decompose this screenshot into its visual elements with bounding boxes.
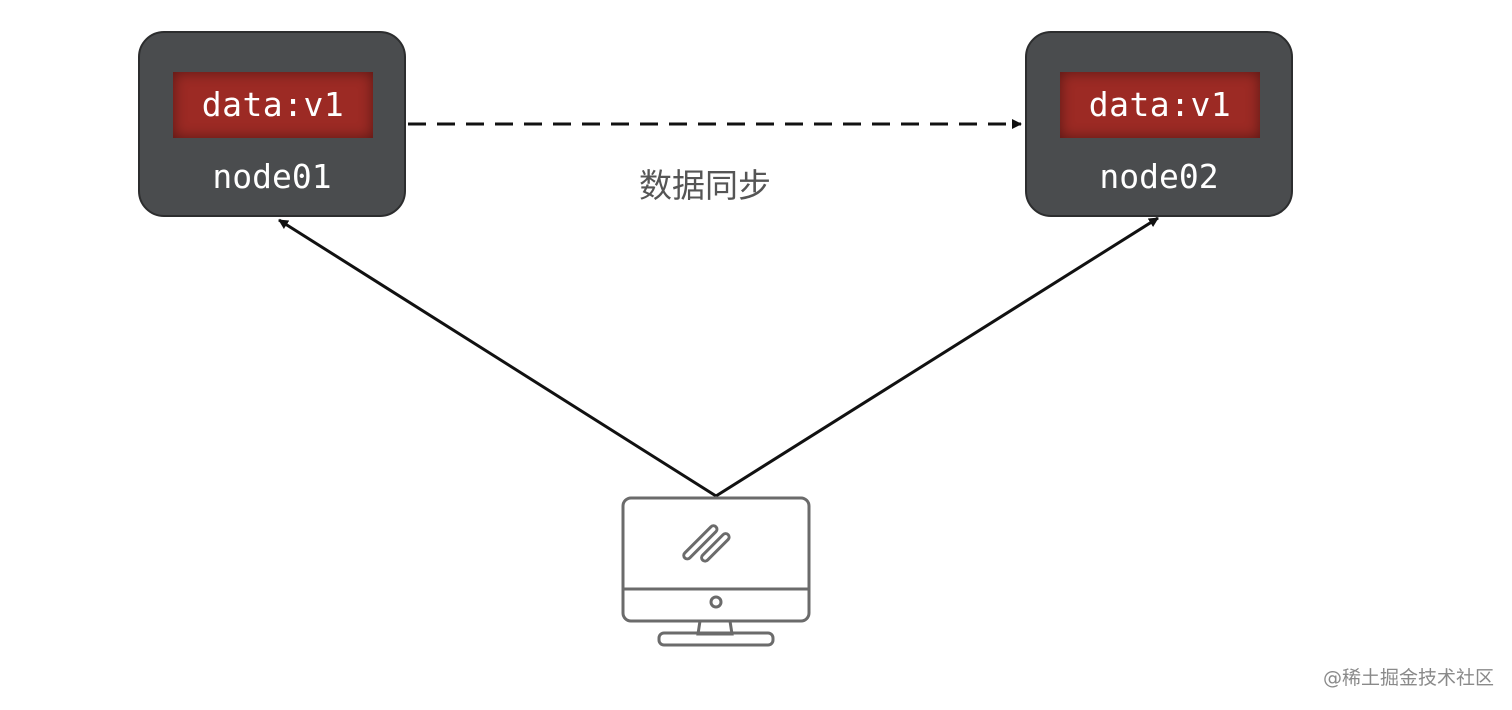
sync-label: 数据同步	[639, 166, 771, 205]
watermark: @稀土掘金技术社区	[1322, 667, 1494, 689]
node02-label: node02	[1099, 157, 1219, 196]
client-to-node01-arrow	[278, 218, 717, 498]
node02-box: data:v1 node02	[1025, 31, 1293, 217]
node01-box: data:v1 node01	[138, 31, 406, 217]
client-to-node02-arrow	[715, 216, 1159, 498]
node01-data-value: data:v1	[173, 72, 373, 138]
node01-label: node01	[212, 157, 332, 196]
desktop-monitor-icon	[621, 496, 811, 647]
node02-data-value: data:v1	[1060, 72, 1260, 138]
